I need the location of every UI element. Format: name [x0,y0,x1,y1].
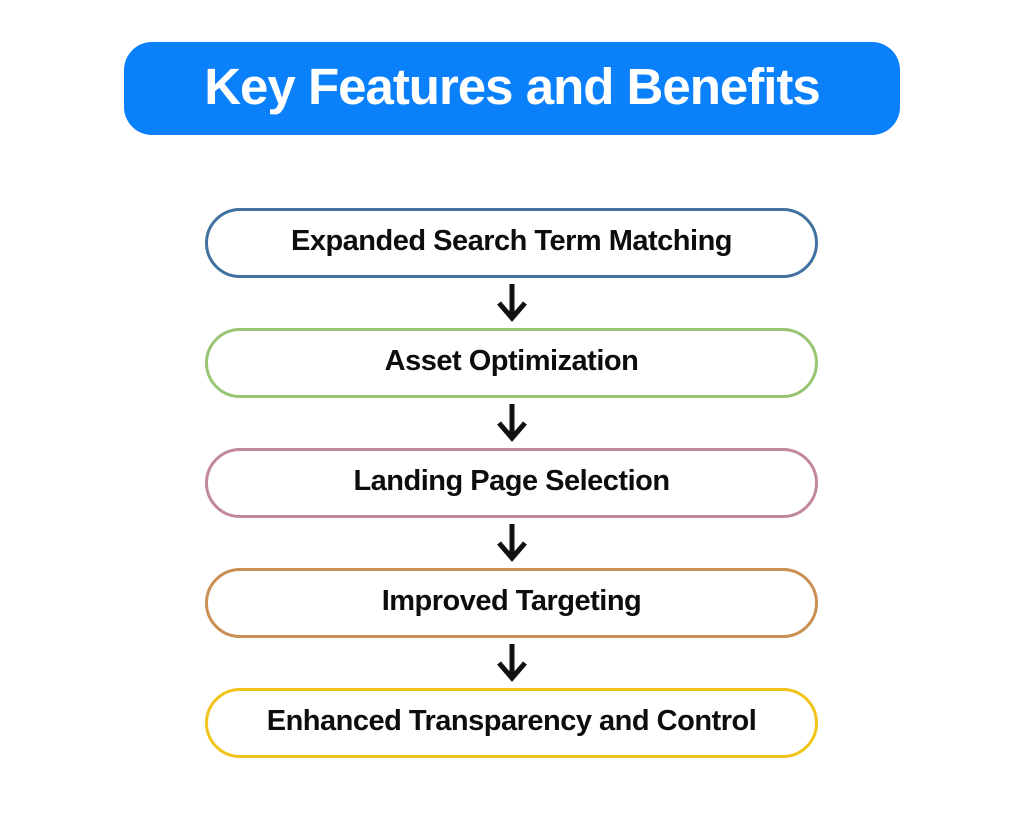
connector [205,638,818,688]
title-banner: Key Features and Benefits [124,42,900,135]
connector [205,398,818,448]
connector [205,278,818,328]
down-arrow-icon [496,284,527,322]
flow-step-label: Expanded Search Term Matching [290,225,733,257]
flow-step-label: Enhanced Transparency and Control [266,705,757,737]
down-arrow-icon [496,404,527,442]
flow-step-label: Landing Page Selection [353,465,670,497]
flow-step: Improved Targeting [205,568,818,638]
down-arrow-icon [496,644,527,682]
flow-step: Enhanced Transparency and Control [205,688,818,758]
page-title: Key Features and Benefits [204,58,821,115]
flow-step-label: Improved Targeting [381,585,642,617]
flow-step: Landing Page Selection [205,448,818,518]
flow-step: Expanded Search Term Matching [205,208,818,278]
feature-flowchart: Expanded Search Term Matching Asset Opti… [205,208,818,758]
connector [205,518,818,568]
flow-step-label: Asset Optimization [384,345,639,377]
down-arrow-icon [496,524,527,562]
flow-step: Asset Optimization [205,328,818,398]
